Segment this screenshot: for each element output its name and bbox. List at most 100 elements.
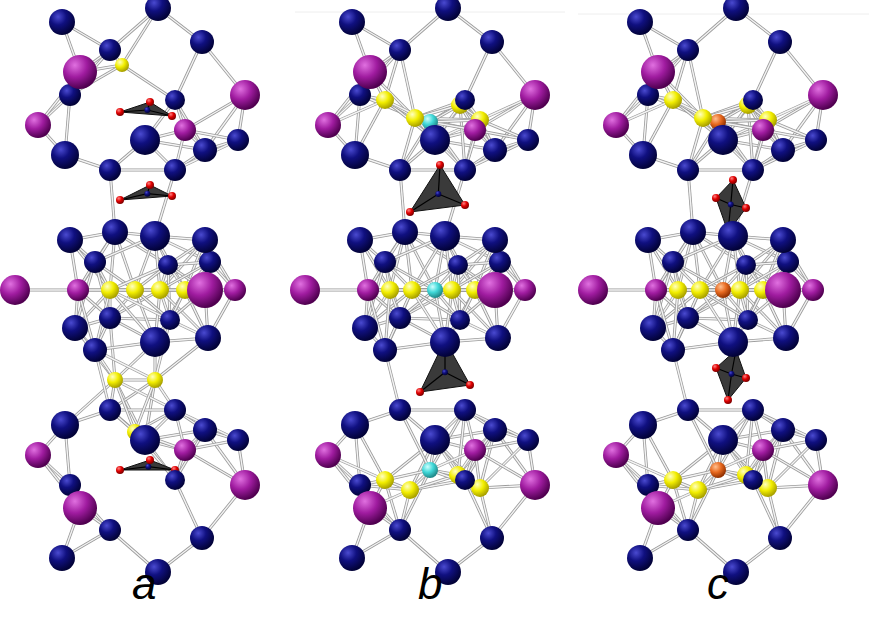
- navy-atom: [640, 315, 666, 341]
- spacer: [448, 62, 466, 206]
- navy-atom: [450, 310, 470, 330]
- navy-atom: [661, 338, 685, 362]
- polyhedron-edge: [445, 372, 470, 385]
- yellow-atom: [691, 281, 709, 299]
- yellow-atom: [115, 58, 129, 72]
- magenta-atom: [230, 80, 260, 110]
- navy-atom: [728, 202, 734, 208]
- navy-atom: [99, 399, 121, 421]
- navy-atom: [165, 90, 185, 110]
- navy-atom: [770, 227, 796, 253]
- navy-atom: [435, 0, 461, 21]
- spacer: [728, 120, 729, 400]
- navy-atom: [662, 251, 684, 273]
- magenta-atom: [230, 470, 260, 500]
- navy-atom: [190, 30, 214, 54]
- magenta-atom: [603, 112, 629, 138]
- red-atom: [146, 181, 154, 189]
- red-atom: [116, 466, 124, 474]
- magenta-atom: [174, 119, 196, 141]
- red-atom: [742, 204, 750, 212]
- magenta-atom: [477, 272, 513, 308]
- navy-atom: [742, 399, 764, 421]
- navy-atom: [768, 526, 792, 550]
- navy-atom: [164, 399, 186, 421]
- magenta-atom: [315, 442, 341, 468]
- magenta-atom: [67, 279, 89, 301]
- navy-atom: [144, 107, 150, 113]
- magenta-atom: [520, 470, 550, 500]
- red-atom: [466, 381, 474, 389]
- navy-atom: [718, 221, 748, 251]
- spacer: [120, 141, 141, 470]
- yellow-atom: [401, 481, 419, 499]
- spacer: [120, 34, 141, 112]
- magenta-atom: [63, 55, 97, 89]
- yellow-atom: [376, 91, 394, 109]
- navy-atom: [57, 227, 83, 253]
- navy-atom: [389, 307, 411, 329]
- navy-atom: [455, 470, 475, 490]
- magenta-atom: [578, 275, 608, 305]
- navy-atom: [771, 418, 795, 442]
- navy-atom: [517, 129, 539, 151]
- navy-atom: [160, 310, 180, 330]
- navy-atom: [677, 519, 699, 541]
- orange-atom: [710, 462, 726, 478]
- red-atom: [461, 201, 469, 209]
- navy-atom: [448, 255, 468, 275]
- navy-atom: [677, 399, 699, 421]
- red-atom: [436, 161, 444, 169]
- magenta-atom: [357, 279, 379, 301]
- yellow-atom: [443, 281, 461, 299]
- navy-atom: [130, 425, 160, 455]
- red-atom: [742, 374, 750, 382]
- navy-atom: [192, 227, 218, 253]
- red-atom: [406, 208, 414, 216]
- yellow-atom: [151, 281, 169, 299]
- navy-atom: [341, 411, 369, 439]
- navy-atom: [480, 526, 504, 550]
- yellow-atom: [694, 109, 712, 127]
- magenta-atom: [464, 439, 486, 461]
- yellow-atom: [689, 481, 707, 499]
- spacer: [150, 31, 151, 102]
- navy-atom: [430, 327, 460, 357]
- magenta-atom: [25, 112, 51, 138]
- navy-atom: [99, 519, 121, 541]
- yellow-atom: [376, 471, 394, 489]
- cyan-atom: [422, 462, 438, 478]
- magenta-atom: [187, 272, 223, 308]
- magenta-atom: [603, 442, 629, 468]
- magenta-atom: [802, 279, 824, 301]
- navy-atom: [736, 255, 756, 275]
- yellow-atom: [406, 109, 424, 127]
- navy-atom: [347, 227, 373, 253]
- yellow-atom: [664, 91, 682, 109]
- navy-atom: [341, 141, 369, 169]
- navy-atom: [389, 519, 411, 541]
- navy-atom: [680, 219, 706, 245]
- magenta-atom: [641, 55, 675, 89]
- navy-atom: [144, 191, 150, 197]
- polyhedron-edge: [120, 110, 147, 112]
- spacer: [730, 54, 734, 180]
- navy-atom: [708, 125, 738, 155]
- coordination-polyhedron: [120, 102, 172, 116]
- red-atom: [116, 196, 124, 204]
- navy-atom: [227, 129, 249, 151]
- navy-atom: [193, 138, 217, 162]
- navy-atom: [195, 325, 221, 351]
- magenta-atom: [520, 80, 550, 110]
- navy-atom: [627, 9, 653, 35]
- navy-atom: [389, 159, 411, 181]
- magenta-atom: [174, 439, 196, 461]
- navy-atom: [164, 159, 186, 181]
- navy-atom: [454, 159, 476, 181]
- magenta-atom: [514, 279, 536, 301]
- red-atom: [116, 108, 124, 116]
- navy-atom: [49, 545, 75, 571]
- navy-atom: [99, 159, 121, 181]
- navy-atom: [805, 129, 827, 151]
